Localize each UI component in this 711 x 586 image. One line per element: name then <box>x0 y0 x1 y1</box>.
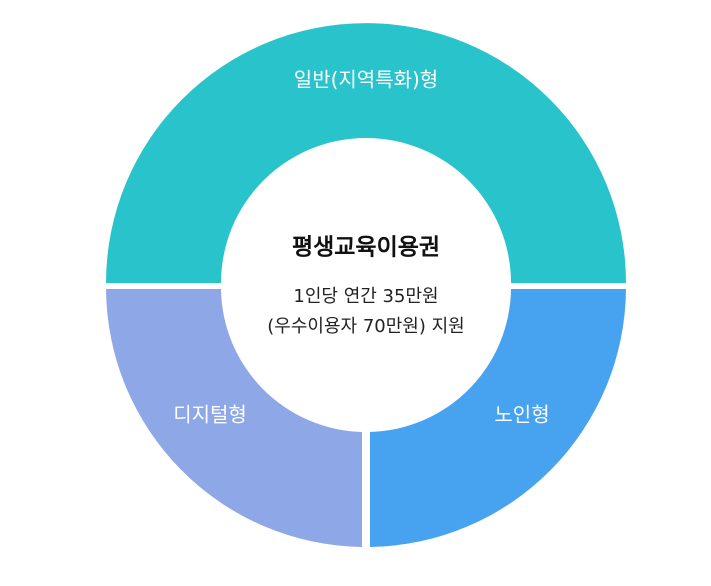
center-line-1: 1인당 연간 35만원 <box>293 286 438 307</box>
center-disc <box>222 143 510 431</box>
segment-general <box>106 23 626 284</box>
segment-senior <box>370 289 626 547</box>
segment-label-general: 일반(지역특화)형 <box>294 68 438 92</box>
center-line-2: (우수이용자 70만원) 지원 <box>267 316 464 337</box>
segment-label-digital: 디지털형 <box>173 403 247 427</box>
segment-label-senior: 노인형 <box>494 403 549 427</box>
center-title: 평생교육이용권 <box>292 235 440 261</box>
segment-digital <box>106 289 362 547</box>
